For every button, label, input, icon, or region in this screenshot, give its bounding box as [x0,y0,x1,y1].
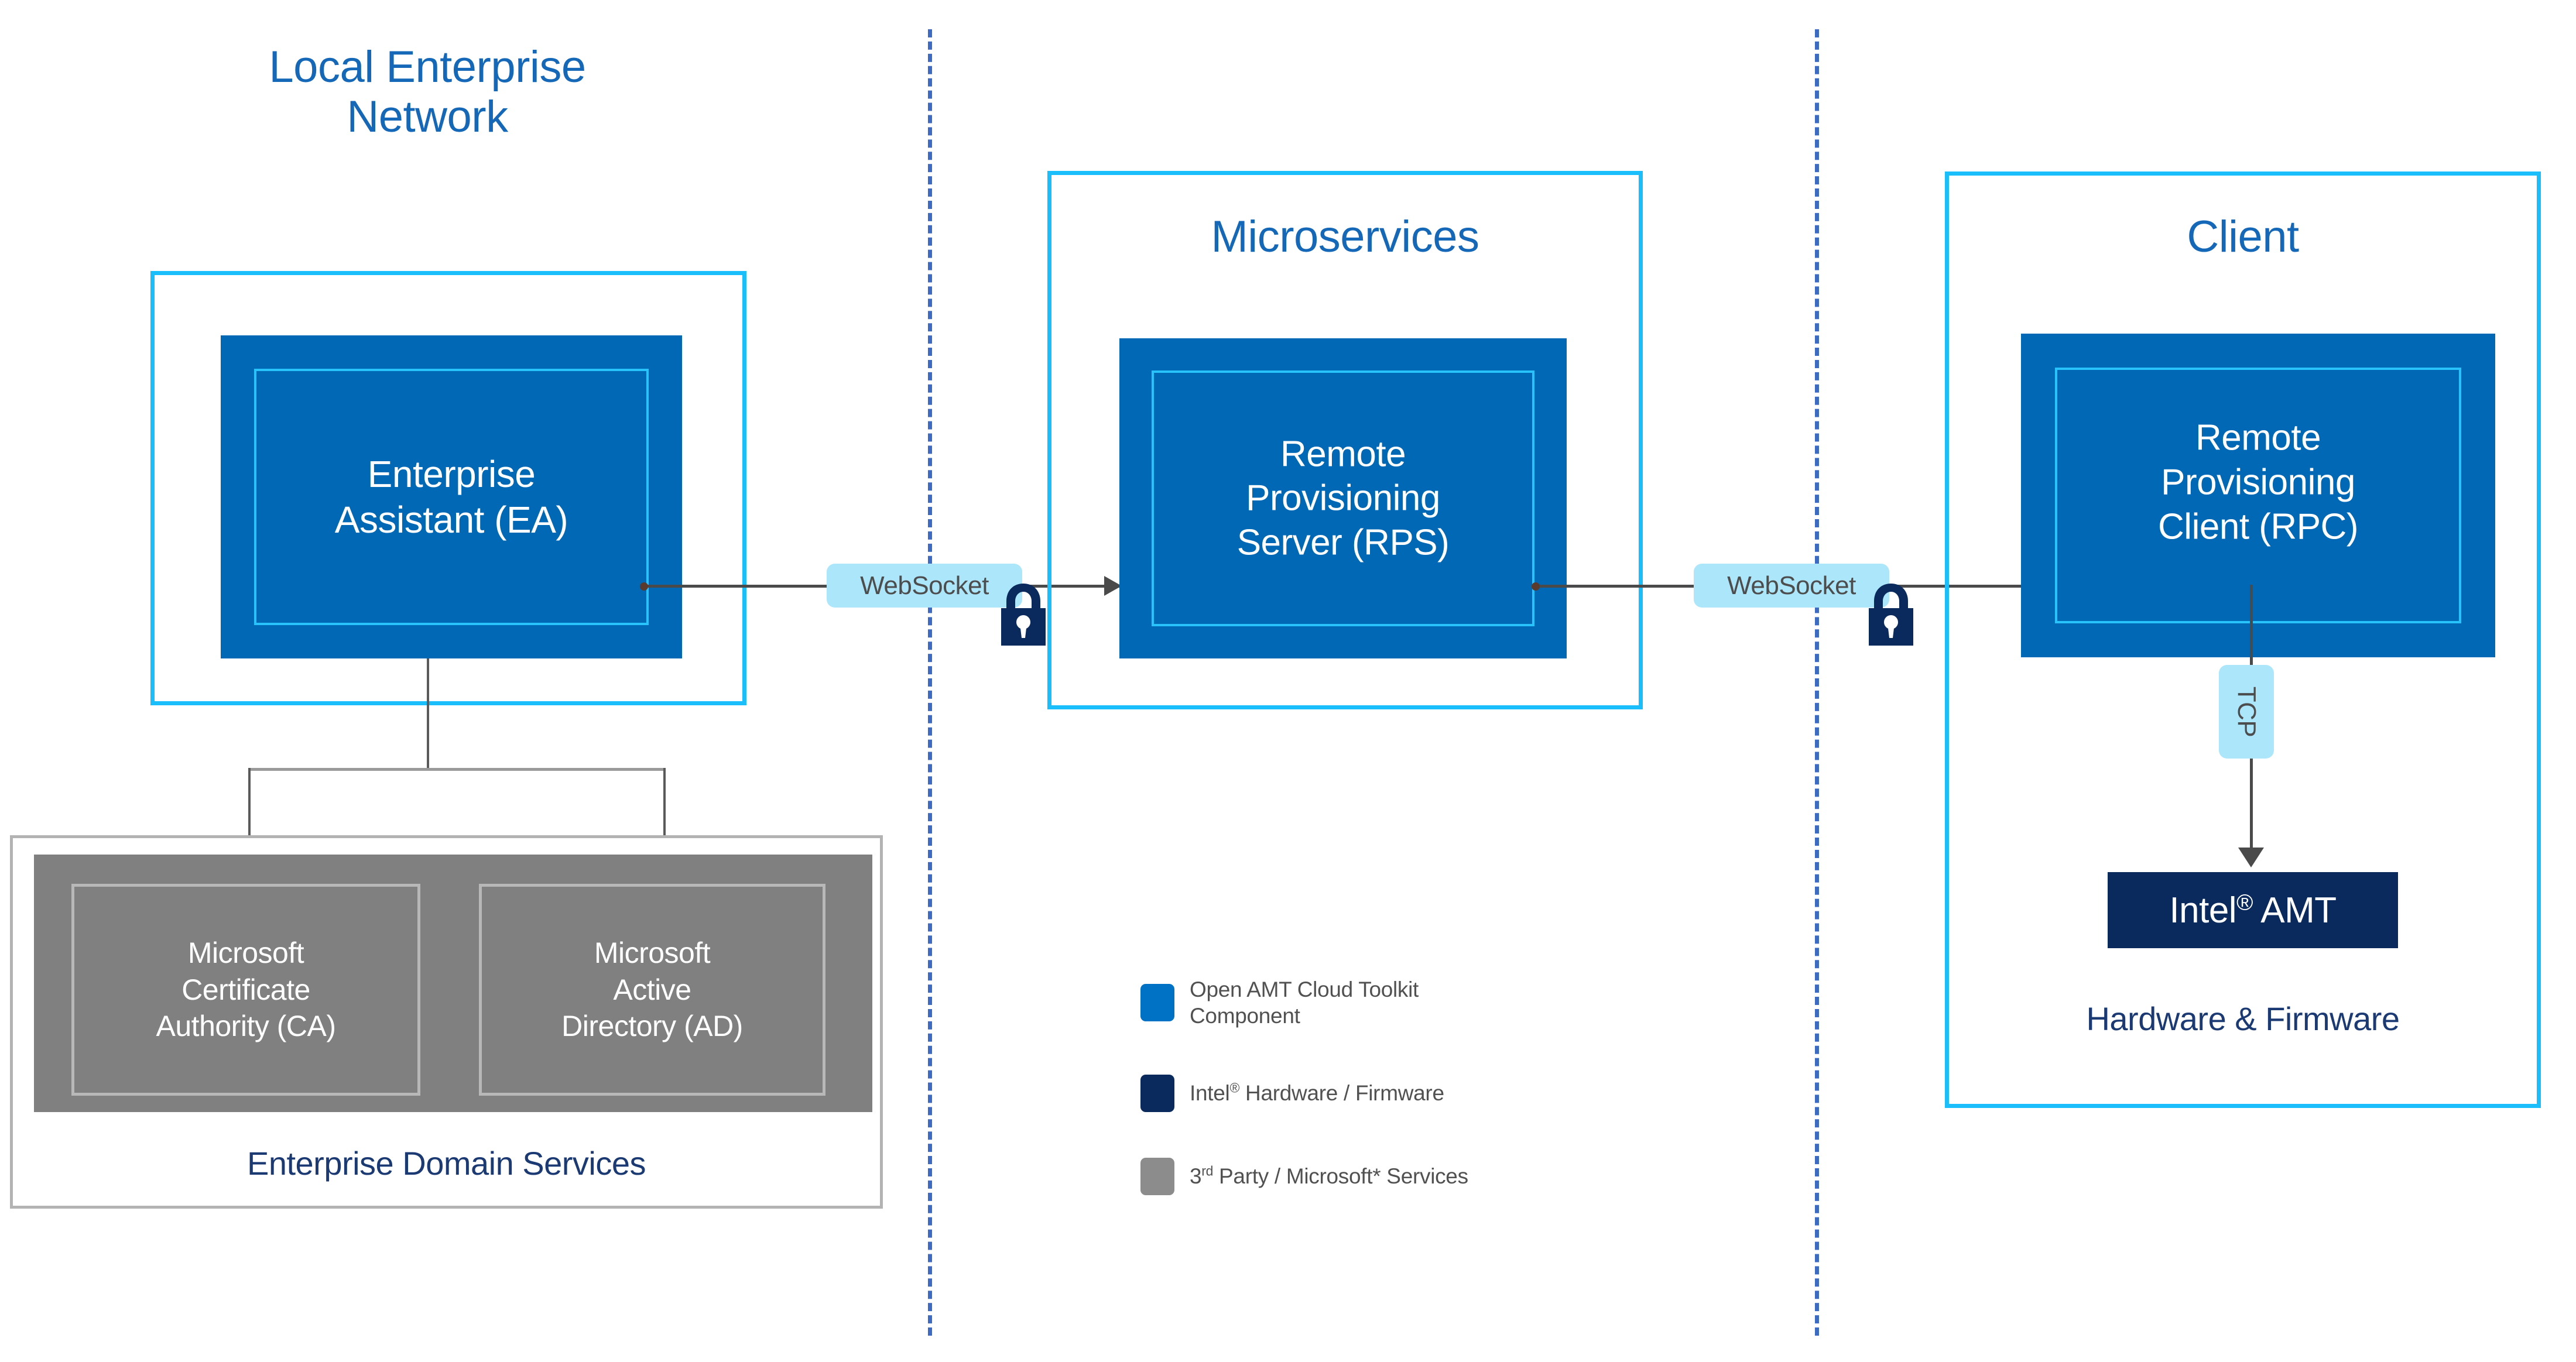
legend-label-rest: Hardware / Firmware [1239,1081,1444,1106]
component-label-line-2: Assistant (EA) [334,499,568,541]
legend-label-superscript: ® [1229,1080,1240,1096]
connector-ea-branch-bar [249,768,666,771]
legend-label: Intel® Hardware / Firmware [1190,1080,1444,1106]
connector-origin-dot-ea [640,582,648,591]
legend-swatch-open-amt [1140,984,1174,1022]
component-inner-outline [2055,368,2461,623]
zone-title-line-2: Network [347,92,508,142]
connector-ea-to-ad [663,768,666,891]
network-boundary-divider-right [1815,29,1819,1336]
legend-label-number: 3 [1190,1164,1202,1189]
zone-title-client: Client [2187,212,2299,262]
component-label-line-1: Enterprise [367,452,536,495]
component-label: Enterprise Assistant (EA) [221,451,682,543]
lock-icon-rps-rpc [1863,582,1919,650]
component-remote-provisioning-client[interactable]: Remote Provisioning Client (RPC) [2021,334,2495,657]
client-hardware-firmware-caption: Hardware & Firmware [2086,1000,2400,1037]
component-label-line-3: Client (RPC) [2158,506,2358,547]
protocol-label-text: TCP [2232,686,2261,737]
legend-item-intel-hardware-firmware: Intel® Hardware / Firmware [1140,1075,1444,1112]
component-label: Remote Provisioning Server (RPS) [1119,432,1567,565]
box-intel-amt[interactable]: Intel® AMT [2108,872,2398,948]
connector-ea-trunk [427,658,429,770]
component-inner-outline [1152,370,1534,626]
enterprise-domain-services-caption: Enterprise Domain Services [246,1145,646,1182]
component-remote-provisioning-server[interactable]: Remote Provisioning Server (RPS) [1119,338,1567,658]
legend-swatch-third-party [1140,1158,1174,1195]
legend-label: 3rd Party / Microsoft* Services [1190,1163,1468,1189]
legend-label-prefix: Intel [1190,1081,1230,1106]
connector-ea-to-ca [248,768,251,891]
enterprise-domain-services-fill [34,855,872,1112]
ca-label-line-3: Authority (CA) [156,1010,336,1043]
component-label-line-2: Provisioning [1246,478,1440,519]
ca-label-line-1: Microsoft [187,936,304,970]
network-boundary-divider-left [928,29,932,1336]
legend-label-rest: Party / Microsoft* Services [1213,1164,1468,1189]
connector-origin-dot-rps [1532,582,1540,591]
protocol-label-websocket-rps-rpc: WebSocket [1694,564,1889,608]
ad-label-line-3: Directory (AD) [561,1010,743,1043]
legend-label-line-2: Component [1190,1004,1300,1028]
legend-label-superscript: rd [1201,1164,1214,1179]
ca-label-line-2: Certificate [181,973,310,1006]
arrowhead-rpc-to-amt [2238,848,2264,867]
ad-label-line-1: Microsoft [594,936,711,970]
component-label-line-2: Provisioning [2161,462,2355,503]
component-label-line-1: Remote [2195,417,2321,458]
protocol-label-text: WebSocket [1727,571,1856,600]
component-label-line-1: Remote [1280,434,1406,475]
legend-swatch-intel-hardware [1140,1075,1174,1112]
legend-label: Open AMT Cloud Toolkit Component [1190,976,1419,1029]
legend-label-line-1: Open AMT Cloud Toolkit [1190,977,1419,1001]
legend-item-open-amt-cloud-toolkit: Open AMT Cloud Toolkit Component [1140,976,1419,1029]
zone-microservices [1047,171,1643,709]
component-inner-outline [254,369,649,625]
component-label: Remote Provisioning Client (RPC) [2021,416,2495,549]
zone-title-local-enterprise-network: Local Enterprise Network [193,42,662,142]
box-microsoft-certificate-authority[interactable]: Microsoft Certificate Authority (CA) [71,884,420,1096]
protocol-label-text: WebSocket [860,571,989,600]
legend: Open AMT Cloud Toolkit Component Intel® … [1140,976,1644,1210]
legend-item-third-party-microsoft-services: 3rd Party / Microsoft* Services [1140,1158,1468,1195]
ad-label-line-2: Active [613,973,691,1006]
protocol-label-websocket-ea-rps: WebSocket [827,564,1022,608]
zone-local-enterprise-network [150,271,746,705]
component-enterprise-assistant[interactable]: Enterprise Assistant (EA) [221,335,682,658]
lock-icon-ea-rps [995,582,1051,650]
zone-client [1945,171,2541,1108]
protocol-label-tcp: TCP [2219,665,2274,759]
component-label-line-3: Server (RPS) [1236,522,1450,563]
zone-title-line-1: Local Enterprise [269,42,586,92]
intel-amt-label: Intel® AMT [2169,889,2337,931]
zone-title-microservices: Microservices [1211,212,1480,262]
box-microsoft-active-directory[interactable]: Microsoft Active Directory (AD) [479,884,825,1096]
arrowhead-ea-to-rps [1104,576,1122,596]
